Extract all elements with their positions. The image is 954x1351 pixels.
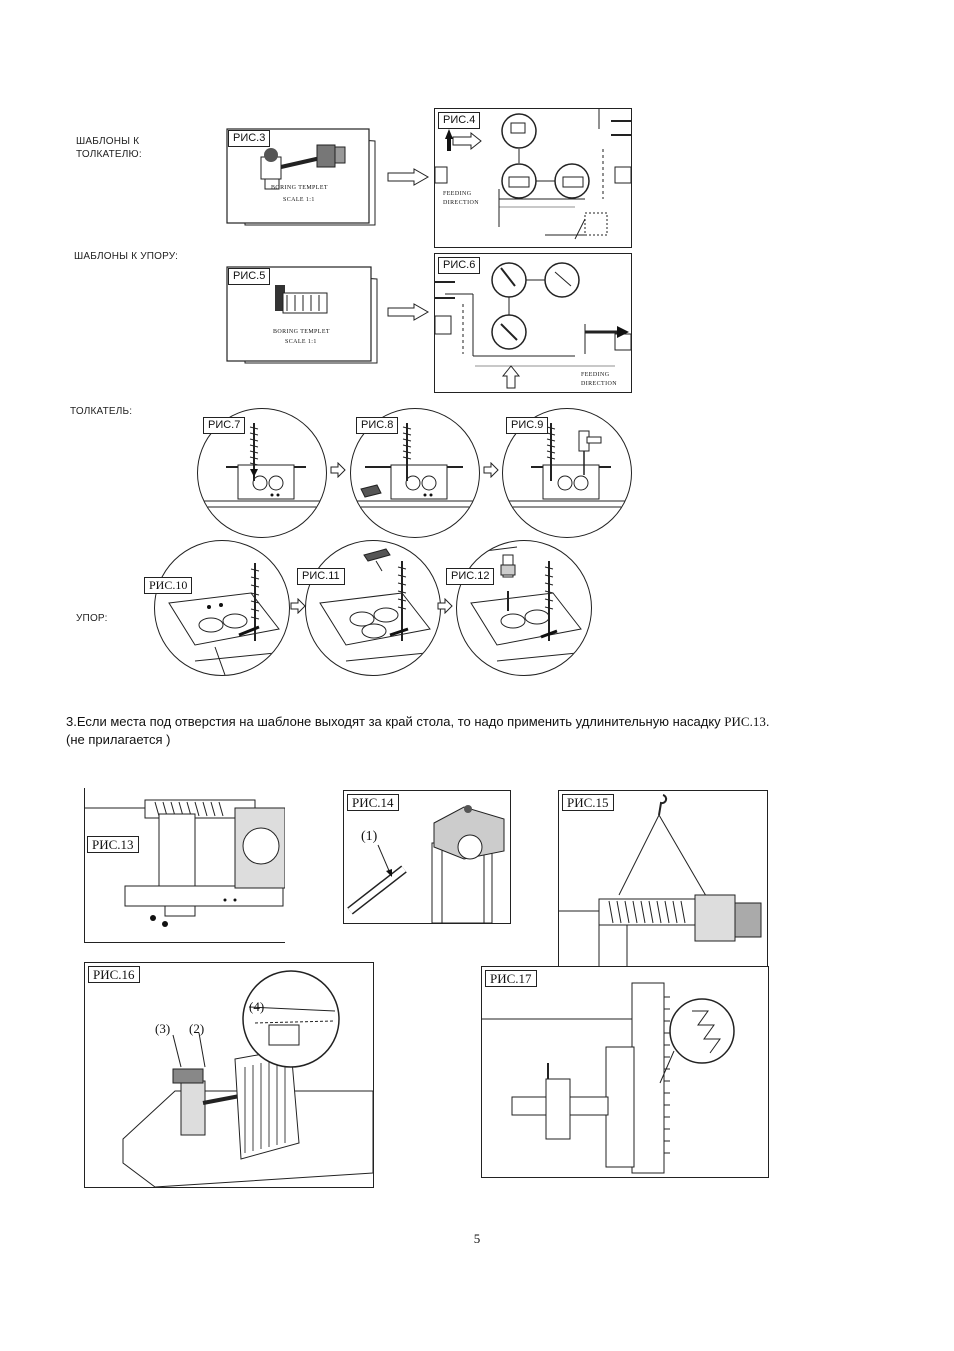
- figure-12-label: РИС.12: [446, 568, 495, 585]
- figure-16-callout-3: (3): [155, 1021, 171, 1036]
- stop-layout-drawing: [435, 262, 631, 389]
- figure-10: [154, 540, 290, 676]
- figure-4-label: РИС.4: [438, 112, 481, 129]
- arrow-right-icon: [387, 168, 430, 186]
- figure-8-label: РИС.8: [356, 417, 399, 434]
- clamp-mounting-drawing: [122, 970, 373, 1187]
- arrow-right-icon: [330, 462, 346, 478]
- figure-9-label: РИС.9: [506, 417, 549, 434]
- figure-3-scale: SCALE 1:1: [283, 197, 315, 203]
- figure-5-label: РИС.5: [228, 268, 271, 285]
- stop-step-drawing: [319, 548, 431, 662]
- figure-15-label: РИС.15: [562, 794, 614, 811]
- saw-alignment-drawing: [482, 982, 735, 1174]
- lifting-drawing: [559, 794, 767, 970]
- section-label-stop-templates: ШАБЛОНЫ К УПОРУ:: [74, 251, 179, 262]
- figure-13-label: РИС.13: [87, 836, 139, 853]
- figure-13-reference: РИС.13: [724, 714, 766, 729]
- page-number: 5: [473, 1231, 481, 1246]
- instruction-paragraph: 3.Если места под отверстия на шаблоне вы…: [66, 713, 906, 749]
- arrow-right-icon: [290, 598, 306, 614]
- section-label-stop: УПОР:: [76, 613, 108, 624]
- figure-5: РИС.5 BORING TEMPLET SCALE 1:1: [225, 265, 380, 365]
- template-sheets-drawing: [226, 266, 378, 364]
- figure-3-label: РИС.3: [228, 130, 271, 147]
- figure-16: РИС.16 (3) (2) (4): [84, 962, 374, 1188]
- pusher-step-drawing: [198, 423, 326, 508]
- template-sheets-drawing: [226, 128, 376, 226]
- figure-6: РИС.6 FEEDING DIRECTION: [434, 253, 632, 393]
- figure-6-feeding: FEEDING: [581, 372, 610, 378]
- figure-11-label: РИС.11: [297, 568, 345, 585]
- figure-14: РИС.14 (1): [343, 790, 511, 924]
- extension-attachment-drawing: [85, 799, 286, 927]
- figure-11: [305, 540, 441, 676]
- figure-13: РИС.13: [84, 788, 286, 943]
- figure-5-scale: SCALE 1:1: [285, 339, 317, 345]
- figure-12: [456, 540, 592, 676]
- stop-step-drawing: [168, 563, 280, 675]
- figure-7-label: РИС.7: [203, 417, 246, 434]
- pusher-step-drawing: [503, 423, 631, 508]
- figure-3-title: BORING TEMPLET: [271, 185, 328, 191]
- rod-part-drawing: [347, 805, 505, 923]
- section-label-pusher-templates: ШАБЛОНЫ К ТОЛКАТЕЛЮ:: [76, 136, 142, 160]
- figure-10-label: РИС.10: [144, 577, 193, 594]
- figure-4: РИС.4 FEEDING DIRECTION: [434, 108, 632, 248]
- pusher-layout-drawing: [435, 109, 631, 240]
- arrow-right-icon: [483, 462, 499, 478]
- figure-16-callout-4: (4): [249, 999, 265, 1014]
- figure-16-label: РИС.16: [88, 966, 140, 983]
- section-label-pusher: ТОЛКАТЕЛЬ:: [70, 406, 133, 417]
- figure-5-title: BORING TEMPLET: [273, 329, 330, 335]
- figure-6-direction: DIRECTION: [581, 381, 617, 387]
- figure-17: РИС.17: [481, 966, 769, 1178]
- figure-16-callout-2: (2): [189, 1021, 205, 1036]
- figure-17-label: РИС.17: [485, 970, 537, 987]
- figure-4-feeding: FEEDING: [443, 191, 472, 197]
- instruction-line-2: (не прилагается ): [66, 732, 171, 747]
- figure-4-direction: DIRECTION: [443, 200, 479, 206]
- arrow-right-icon: [387, 303, 430, 321]
- figure-3: РИС.3 BORING TEMPLET SCALE 1:1: [225, 127, 380, 227]
- instruction-period: .: [765, 714, 770, 729]
- instruction-line-1: 3.Если места под отверстия на шаблоне вы…: [66, 713, 906, 731]
- figure-6-label: РИС.6: [438, 257, 481, 274]
- figure-14-callout: (1): [361, 829, 378, 844]
- pusher-step-drawing: [351, 423, 479, 508]
- figure-14-label: РИС.14: [347, 794, 399, 811]
- stop-step-drawing: [470, 546, 582, 662]
- arrow-right-icon: [437, 598, 453, 614]
- figure-15: РИС.15: [558, 790, 768, 972]
- instruction-text: 3.Если места под отверстия на шаблоне вы…: [66, 714, 725, 729]
